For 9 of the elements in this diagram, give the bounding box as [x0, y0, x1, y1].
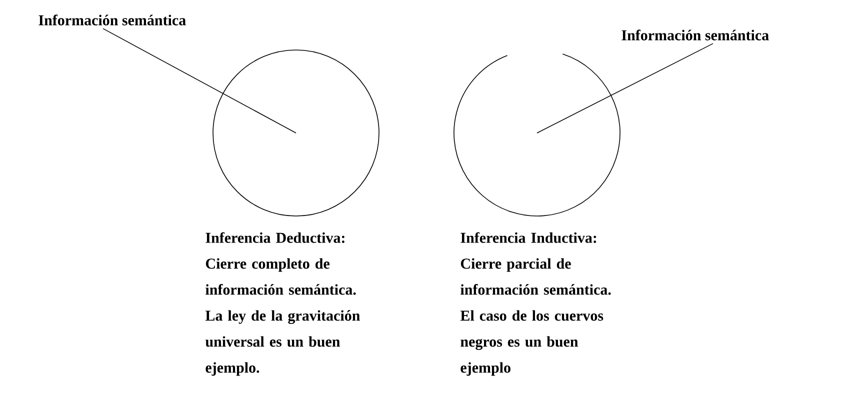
caption-text: Cierre parcial de información semántica. El caso de los cuervos negros es un buen ejemplo	[460, 258, 611, 376]
caption-text: Cierre completo de información semántica. La ley de la gravitación universal es un buen ejemplo.	[205, 258, 360, 376]
caption-text: Inferencia Inductiva:	[460, 232, 596, 243]
leader-line	[536, 43, 714, 134]
circle	[212, 50, 380, 216]
label-text: Información semántica	[622, 30, 769, 40]
leader-line	[102, 28, 296, 134]
caption-text: Inferencia Deductiva:	[206, 232, 344, 243]
label-text: Información semántica	[38, 14, 186, 26]
